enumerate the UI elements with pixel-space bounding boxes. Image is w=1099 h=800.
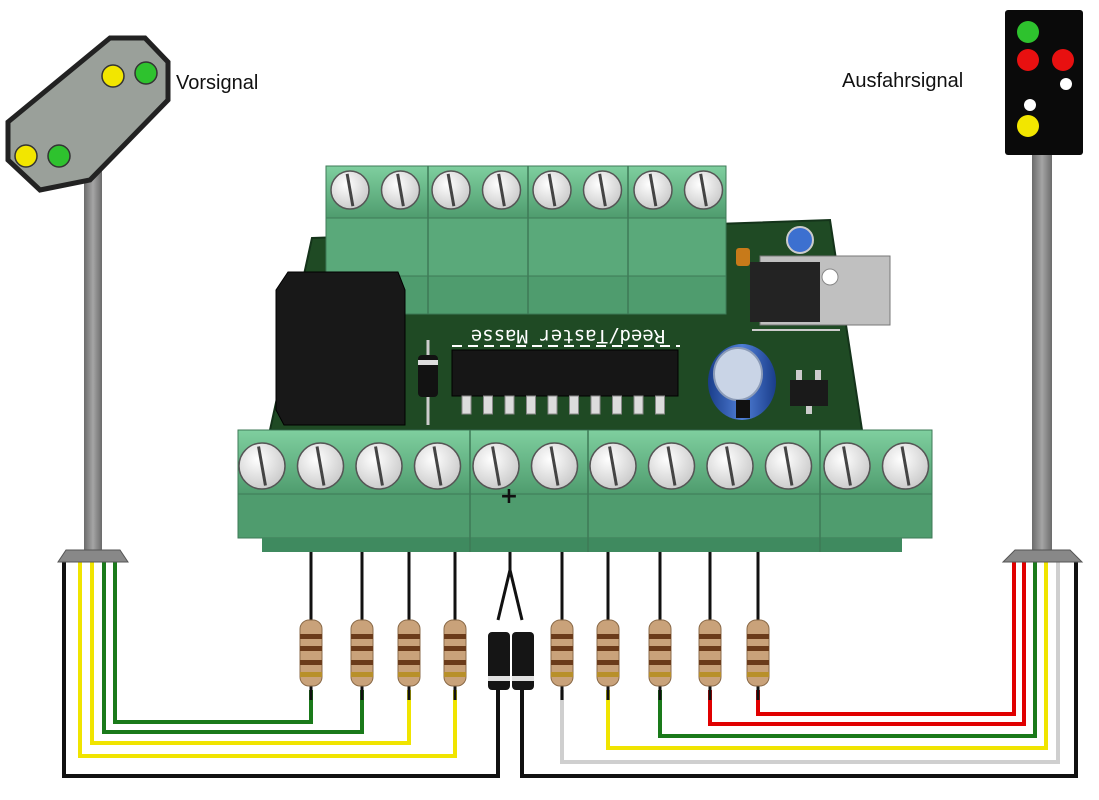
bottom-terminal-screw — [472, 442, 520, 490]
vorsignal-base — [57, 549, 129, 563]
wires — [62, 540, 1078, 778]
ic-pin — [461, 395, 472, 415]
vorsignal-lamp-yellow-bottom — [14, 144, 38, 168]
wire-vorsignal-black — [62, 562, 500, 778]
top-terminal-screw — [431, 170, 471, 210]
ic-pin — [655, 395, 665, 415]
wire-vorsignal-yellow-2 — [78, 562, 457, 758]
ausfahr-base — [1001, 549, 1084, 563]
bottom-terminal-screw — [706, 442, 754, 490]
ic-pin — [612, 395, 622, 415]
diode-left — [488, 632, 510, 690]
wire-ausfahr-red-2 — [708, 562, 1026, 726]
resistor — [443, 619, 467, 687]
top-terminal-screw — [380, 170, 421, 210]
smd-transistor — [790, 370, 828, 414]
ausfahr-lamp-white-right — [1060, 78, 1072, 90]
bottom-terminal-screw — [530, 442, 579, 490]
ic-pin — [633, 395, 644, 415]
wire-ausfahr-black — [520, 562, 1078, 778]
electrolytic-capacitor — [708, 344, 776, 420]
voltage-regulator — [750, 255, 891, 331]
top-terminal-screw — [330, 170, 370, 210]
resistor — [746, 619, 770, 687]
small-capacitor — [736, 248, 750, 266]
ic-chip — [451, 349, 679, 415]
diode-right — [512, 632, 534, 690]
wire-ausfahr-red-1 — [756, 562, 1016, 716]
top-terminal-screw — [683, 170, 724, 210]
ic-pin — [569, 395, 579, 415]
ausfahr-mast — [1032, 155, 1052, 550]
ausfahr-lamp-red-left — [1017, 49, 1039, 71]
vorsignal-label: Vorsignal — [176, 72, 259, 94]
bottom-terminal-screw — [881, 442, 930, 490]
bottom-terminal-screw — [647, 442, 696, 490]
resistors — [299, 619, 770, 687]
ausfahr-lamp-green — [1017, 21, 1039, 43]
bottom-terminal-screw — [764, 442, 813, 490]
wire-ausfahr-green — [658, 562, 1037, 738]
pcb-board: Reed/Taster Masse — [237, 165, 933, 552]
bottom-terminal-screw — [413, 442, 462, 490]
bottom-terminal-screw — [238, 442, 286, 490]
wire-vorsignal-green-2 — [102, 562, 364, 734]
ausfahr-lamp-yellow — [1017, 115, 1039, 137]
ausfahrsignal-label: Ausfahrsignal — [842, 70, 964, 92]
top-terminal-screw — [532, 170, 572, 210]
ausfahrsignal — [1001, 10, 1084, 563]
bottom-terminal-block — [237, 429, 933, 552]
resistor — [596, 619, 620, 687]
wire-vorsignal-yellow-1 — [90, 562, 411, 745]
vorsignal — [5, 35, 171, 563]
ic-pin — [590, 395, 601, 415]
vorsignal-mast — [84, 170, 102, 550]
wire-vorsignal-green-1 — [113, 562, 313, 724]
wire-ausfahr-white — [560, 562, 1060, 764]
bottom-terminal-screw — [296, 442, 345, 490]
resistor — [299, 619, 323, 687]
vorsignal-lamp-yellow-top — [101, 64, 125, 88]
diodes — [488, 632, 534, 690]
ic-pin — [483, 395, 493, 415]
pcb-diode — [418, 340, 438, 425]
top-terminal-screw — [633, 170, 673, 210]
resistor — [350, 619, 374, 687]
bottom-terminal-screw — [355, 442, 403, 490]
plus-marker: + — [500, 484, 518, 509]
wire-ausfahr-yellow — [606, 562, 1048, 750]
ic-pin — [526, 395, 536, 415]
pcb-silkscreen: Reed/Taster Masse — [471, 325, 665, 347]
ausfahr-lamp-red-right — [1052, 49, 1074, 71]
ausfahr-lamp-white-left — [1024, 99, 1036, 111]
vorsignal-head — [5, 35, 171, 193]
bottom-terminal-screw — [823, 442, 871, 490]
top-terminal-screw — [582, 170, 623, 210]
resistor — [698, 619, 722, 687]
resistor — [397, 619, 421, 687]
top-terminal-screw — [481, 170, 522, 210]
bottom-terminal-screw — [589, 442, 637, 490]
relay — [275, 271, 406, 426]
resistor — [550, 619, 574, 687]
ic-pin — [547, 395, 558, 415]
vorsignal-lamp-green-bottom — [47, 144, 71, 168]
ic-pin — [504, 395, 515, 415]
blue-capacitor-small — [786, 226, 814, 254]
resistor — [648, 619, 672, 687]
vorsignal-lamp-green-top — [134, 61, 158, 85]
